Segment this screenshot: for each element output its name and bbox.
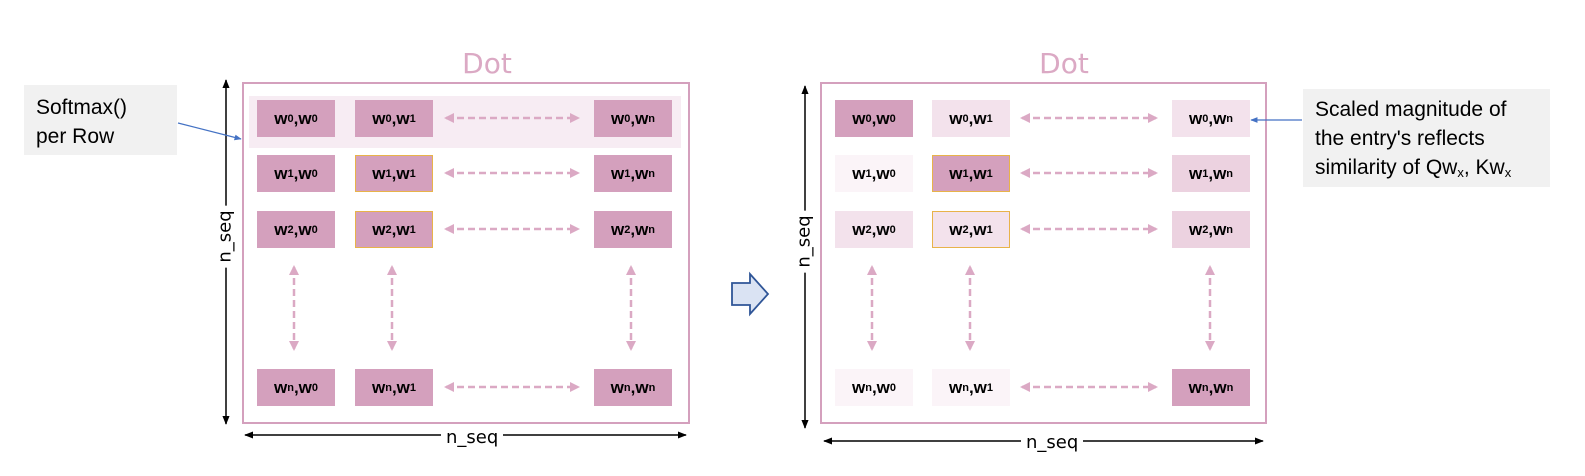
right-y-axis-label: n_seq bbox=[793, 210, 815, 273]
scaled-callout-line-3: similarity of Qwx, Kwx bbox=[1315, 156, 1512, 180]
softmax-pointer-line bbox=[177, 122, 242, 141]
softmax-callout-line-1: Softmax() bbox=[36, 96, 128, 119]
scaled-magnitude-callout: Scaled magnitude of the entry's reflects… bbox=[1303, 89, 1550, 187]
left-panel-title: Dot bbox=[462, 47, 512, 80]
right-panel-title: Dot bbox=[1039, 47, 1089, 80]
left-x-axis-label: n_seq bbox=[441, 427, 504, 448]
right-matrix-box bbox=[820, 82, 1267, 424]
left-y-axis-label: n_seq bbox=[214, 205, 236, 268]
transition-arrow-icon bbox=[731, 271, 770, 317]
scaled-callout-line-1: Scaled magnitude of bbox=[1315, 98, 1507, 121]
scaled-callout-line-2: the entry's reflects bbox=[1315, 127, 1485, 150]
left-matrix-box bbox=[242, 82, 690, 424]
softmax-callout-line-2: per Row bbox=[36, 125, 115, 148]
softmax-callout: Softmax() per Row bbox=[24, 85, 177, 155]
right-x-axis-label: n_seq bbox=[1021, 432, 1084, 453]
